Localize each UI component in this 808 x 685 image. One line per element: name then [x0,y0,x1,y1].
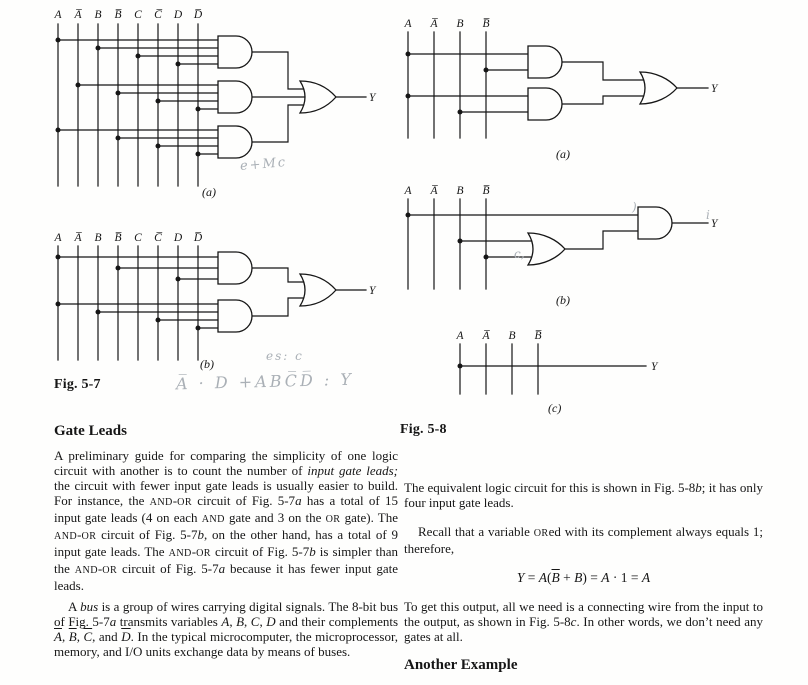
input-label: A [403,18,412,30]
wires [57,245,367,361]
input-label: C [134,9,142,21]
output-label: Y [651,361,659,373]
fig-5-7a-circuit-diagram: A A̅ B B̅ C C̅ D D̅ Y [53,8,377,187]
or-gate [526,232,566,266]
input-label: B [94,9,101,21]
and-gate [217,80,253,114]
input-label: A̅ [429,17,438,30]
and-gate [217,35,253,69]
or-gate [638,71,678,105]
and-gate [217,125,253,159]
and-gate [217,251,253,285]
input-label: B [508,330,515,342]
paragraph: A preliminary guide for comparing the si… [54,448,398,593]
labels: A A̅ B B̅ Y [403,184,719,230]
input-label: B̅ [482,184,490,197]
paragraph: To get this output, all we need is a con… [404,599,763,644]
input-label: B̅ [114,8,122,21]
input-label: B̅ [114,231,122,244]
or-gate [298,80,337,114]
subfigure-label-c: (c) [548,401,562,415]
input-label: B̅ [534,329,542,342]
wires [407,31,709,139]
wires [57,23,367,187]
figure-5-7-caption: Fig. 5-7 [54,377,101,392]
labels: A A̅ B B̅ Y [455,329,659,373]
or-gate [298,273,337,307]
output-label: Y [711,218,719,230]
and-gate [527,45,563,79]
gates [217,35,337,159]
subfigure-label-b: (b) [556,293,570,307]
output-label: Y [711,83,719,95]
input-label: A [403,185,412,197]
input-label: D̅ [193,8,203,21]
input-label: A [53,232,62,244]
junction-dots [405,51,489,115]
fig-5-8a-circuit-diagram: A A̅ B B̅ Y [403,17,719,139]
input-label: A [53,9,62,21]
input-label: B [94,232,101,244]
junction-dots [405,212,489,260]
labels: A A̅ B B̅ C C̅ D D̅ Y [53,8,377,104]
left-text-column: Gate Leads A preliminary guide for compa… [54,424,398,665]
input-label: D̅ [193,231,203,244]
and-gate [217,299,253,333]
input-label: A̅ [73,231,82,244]
input-label: C̅ [154,231,163,244]
subfigure-label-a: (a) [202,185,216,199]
fig-5-7b-circuit-diagram: A A̅ B B̅ C C̅ D D̅ Y [53,231,377,361]
input-label: C [134,232,142,244]
subfigure-label-b: (b) [200,357,214,371]
output-label: Y [369,92,377,104]
labels: A A̅ B B̅ C C̅ D D̅ Y [53,231,377,297]
fig-5-8c-circuit-diagram: A A̅ B B̅ Y [455,329,659,395]
input-label: C̅ [154,8,163,21]
junction-dots [457,363,463,369]
output-label: Y [369,285,377,297]
input-label: A [455,330,464,342]
another-example-heading: Another Example [404,657,518,673]
input-label: A̅ [481,329,490,342]
pencil-scribble: es: c [266,349,304,363]
wires [459,343,647,395]
pencil-scribble-equation: A̅ · D +ABC̅D̅ : Y [175,369,355,394]
pencil-mark: i [706,208,710,222]
junction-dots [55,254,201,331]
boolean-equation: Y = A(B + B) = A · 1 = A [516,570,651,585]
and-gate [637,206,673,240]
input-label: A̅ [73,8,82,21]
junction-dots [55,37,201,157]
gates [217,251,337,333]
gate-leads-heading: Gate Leads [54,423,127,439]
subfigure-label-a: (a) [556,147,570,161]
input-label: B̅ [482,17,490,30]
paragraph: Recall that a variable ored with its com… [404,524,763,556]
paragraph: The equivalent logic circuit for this is… [404,480,763,510]
input-label: A̅ [429,184,438,197]
input-label: D [173,232,183,244]
fig-5-8b-circuit-diagram: A A̅ B B̅ Y [403,184,719,290]
input-label: D [173,9,183,21]
figure-5-8-caption: Fig. 5-8 [400,422,447,437]
input-label: B [456,18,463,30]
wires [407,198,709,290]
gates [527,45,678,121]
pencil-mark: c, [514,247,525,261]
pencil-mark: ) [632,200,637,214]
paragraph: A bus is a group of wires carrying digit… [54,599,399,659]
and-gate [527,87,563,121]
labels: A A̅ B B̅ Y [403,17,719,95]
right-text-column: The equivalent logic circuit for this is… [404,480,763,673]
gates [526,206,673,266]
input-label: B [456,185,463,197]
